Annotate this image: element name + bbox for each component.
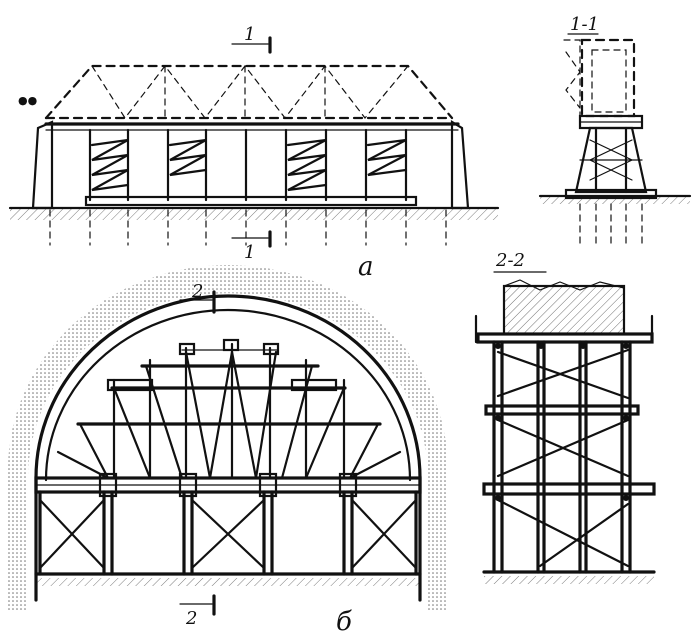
section-2-top-label: 2 bbox=[191, 281, 203, 302]
section-1-1-label: 1-1 bbox=[570, 14, 599, 35]
section-1-1-view: 1-1 bbox=[538, 14, 692, 246]
section-2-2-bracing bbox=[496, 348, 630, 568]
sill-beam-a bbox=[84, 195, 418, 207]
section-2-bottom-label: 2 bbox=[185, 608, 197, 629]
left-abutment bbox=[31, 120, 54, 210]
section-2-2-posts bbox=[492, 340, 632, 574]
fig-a-label: а bbox=[358, 252, 374, 282]
arch-radials bbox=[112, 342, 346, 480]
figure-a-elevation: 1 1 а ●● bbox=[8, 24, 500, 282]
section-2-2-label: 2-2 bbox=[495, 250, 525, 271]
truss-dashed bbox=[44, 64, 454, 120]
section-1-top-label: 1 bbox=[244, 24, 255, 45]
arch-ring-section bbox=[504, 286, 624, 334]
section-1-bottom-label: 1 bbox=[244, 242, 255, 263]
figure-b-arch: 2 2 б bbox=[8, 265, 448, 637]
scaffold-posts bbox=[88, 128, 408, 202]
arch-diagonals bbox=[56, 350, 402, 480]
right-abutment bbox=[450, 120, 470, 210]
braced-towers-a bbox=[90, 138, 408, 192]
arch-rock-hatch bbox=[8, 265, 448, 612]
section-2-2-view: 2-2 bbox=[474, 250, 656, 584]
ground-hatch-a bbox=[10, 208, 498, 220]
arch-trestles bbox=[38, 490, 418, 576]
piles-1-1 bbox=[579, 203, 643, 246]
dim-mark: ●● bbox=[18, 94, 37, 107]
fig-b-label: б bbox=[336, 607, 352, 637]
piles-a bbox=[49, 209, 447, 246]
